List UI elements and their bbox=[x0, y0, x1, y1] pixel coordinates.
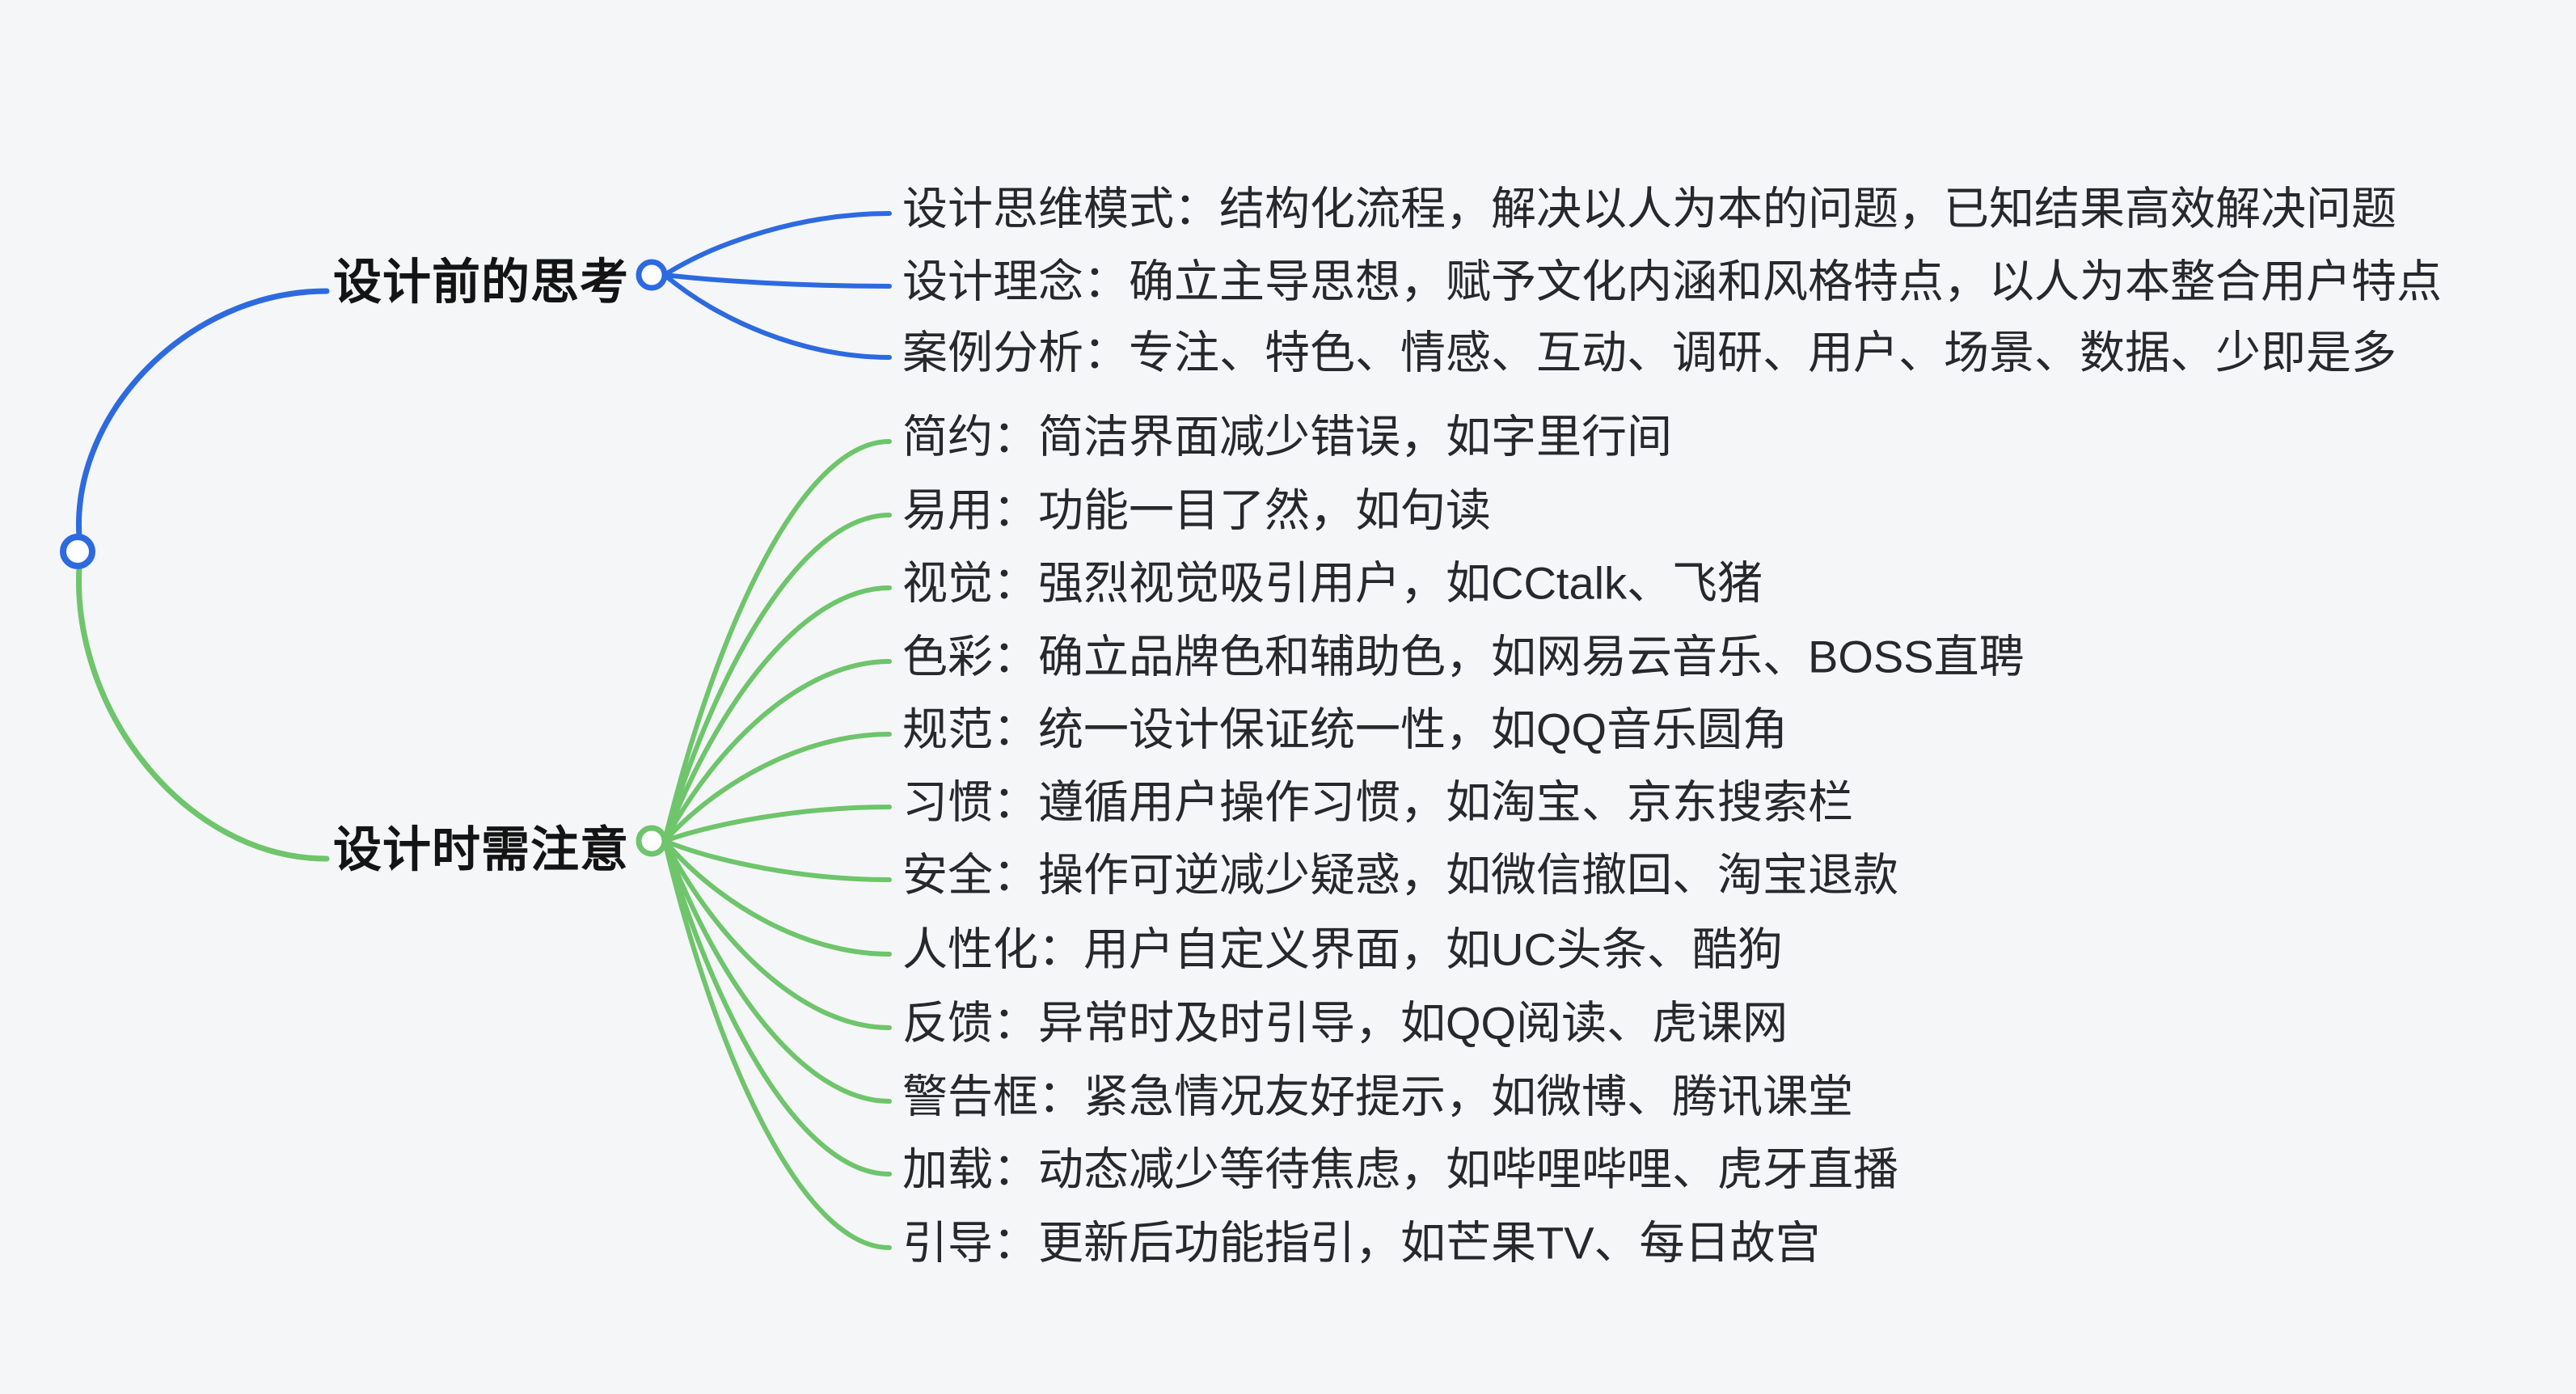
leaf-node[interactable]: 规范：统一设计保证统一性，如QQ音乐圆角 bbox=[902, 703, 1788, 755]
leaf-node[interactable]: 易用：功能一目了然，如句读 bbox=[902, 484, 1491, 536]
leaf-node[interactable]: 设计思维模式：结构化流程，解决以人为本的问题，已知结果高效解决问题 bbox=[902, 183, 2397, 234]
branch-label-0[interactable]: 设计前的思考 bbox=[333, 255, 629, 310]
leaf-node[interactable]: 引导：更新后功能指引，如芒果TV、每日故宫 bbox=[902, 1217, 1821, 1269]
edge-branch-1-leaf-5 bbox=[662, 805, 892, 843]
leaf-node[interactable]: 设计理念：确立主导思想，赋予文化内涵和风格特点，以人为本整合用户特点 bbox=[902, 256, 2442, 307]
leaf-node[interactable]: 视觉：强烈视觉吸引用户，如CCtalk、飞猪 bbox=[902, 557, 1763, 609]
edge-branch-1-leaf-11 bbox=[662, 839, 892, 1250]
leaf-node[interactable]: 反馈：异常时及时引导，如QQ阅读、虎课网 bbox=[902, 997, 1788, 1049]
edge-branch-0-leaf-1 bbox=[662, 272, 892, 289]
edge-branch-1-leaf-4 bbox=[662, 732, 892, 843]
leaf-node[interactable]: 加载：动态减少等待焦虑，如哔哩哔哩、虎牙直播 bbox=[902, 1143, 1898, 1195]
branch-junction-node-1[interactable] bbox=[636, 825, 668, 857]
root-node[interactable] bbox=[60, 534, 95, 569]
leaf-node[interactable]: 色彩：确立品牌色和辅助色，如网易云音乐、BOSS直聘 bbox=[902, 631, 2025, 682]
edge-branch-0-leaf-2 bbox=[662, 272, 892, 360]
edge-branch-0-leaf-0 bbox=[662, 211, 892, 277]
leaf-node[interactable]: 警告框：紧急情况友好提示，如微博、腾讯课堂 bbox=[902, 1071, 1853, 1122]
leaf-node[interactable]: 习惯：遵循用户操作习惯，如淘宝、京东搜索栏 bbox=[902, 776, 1853, 828]
branch-label-1[interactable]: 设计时需注意 bbox=[333, 822, 629, 877]
edge-branch-1-leaf-7 bbox=[662, 839, 892, 957]
leaf-node[interactable]: 人性化：用户自定义界面，如UC头条、酷狗 bbox=[902, 923, 1783, 975]
edge-branch-1-leaf-9 bbox=[662, 839, 892, 1104]
leaf-node[interactable]: 简约：简洁界面减少错误，如字里行间 bbox=[902, 411, 1672, 463]
edge-branch-1-leaf-10 bbox=[662, 839, 892, 1176]
edge-branch-1-leaf-1 bbox=[662, 513, 892, 843]
edge-branch-1-leaf-3 bbox=[662, 659, 892, 843]
edge-root-to-branch-0 bbox=[76, 288, 330, 540]
branch-junction-node-0[interactable] bbox=[636, 259, 668, 291]
edge-branch-1-leaf-6 bbox=[662, 839, 892, 882]
edge-root-to-branch-1 bbox=[76, 563, 330, 862]
edge-branch-1-leaf-8 bbox=[662, 839, 892, 1030]
edge-branch-1-leaf-2 bbox=[662, 585, 892, 843]
leaf-node[interactable]: 安全：操作可逆减少疑惑，如微信撤回、淘宝退款 bbox=[902, 849, 1898, 901]
edge-branch-1-leaf-0 bbox=[662, 439, 892, 843]
leaf-node[interactable]: 案例分析：专注、特色、情感、互动、调研、用户、场景、数据、少即是多 bbox=[902, 327, 2397, 378]
